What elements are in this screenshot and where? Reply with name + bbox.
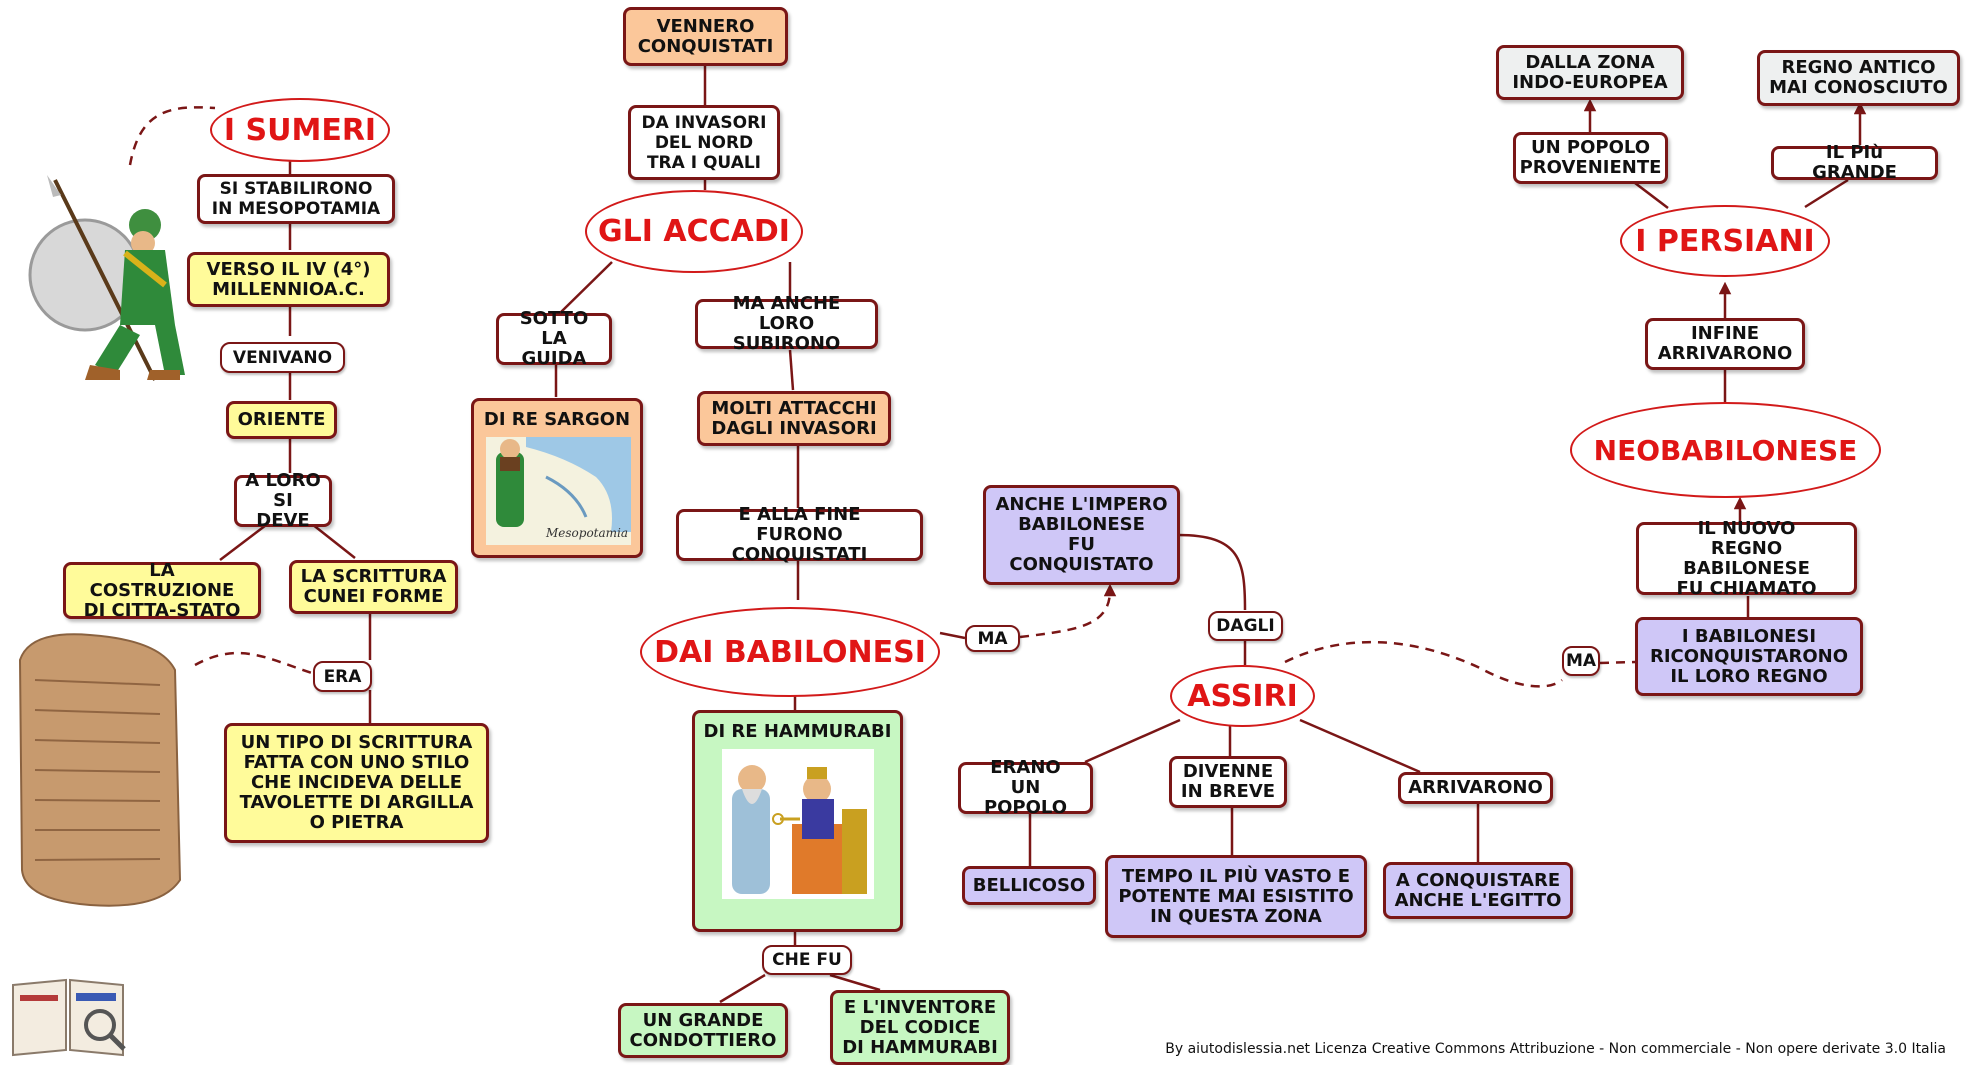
node-divenne: DIVENNE IN BREVE bbox=[1169, 756, 1287, 808]
node-erano: ERANO UN POPOLO bbox=[958, 758, 1093, 818]
link-sotto-la-guida: SOTTO LA GUIDA bbox=[496, 309, 612, 369]
link-ma-babilonesi: MA bbox=[965, 625, 1020, 652]
node-popolo: UN POPOLO PROVENIENTE bbox=[1513, 132, 1668, 184]
node-infine: INFINE ARRIVARONO bbox=[1645, 318, 1805, 370]
title-persiani: I PERSIANI bbox=[1620, 205, 1830, 277]
node-inventore: E L'INVENTORE DEL CODICE DI HAMMURABI bbox=[830, 990, 1010, 1065]
sumerian-warrior-illustration bbox=[28, 175, 185, 381]
node-scrittura: LA SCRITTURA CUNEI FORME bbox=[289, 560, 458, 614]
node-riconquistarono: I BABILONESI RICONQUISTARONO IL LORO REG… bbox=[1635, 617, 1863, 696]
node-condottiero: UN GRANDE CONDOTTIERO bbox=[618, 1003, 788, 1058]
sargon-label: DI RE SARGON bbox=[483, 409, 631, 430]
node-sargon-panel: DI RE SARGON Mesopotamia bbox=[471, 398, 643, 558]
node-attacchi: MOLTI ATTACCHI DAGLI INVASORI bbox=[697, 391, 891, 446]
node-hammurabi-panel: DI RE HAMMURABI bbox=[692, 710, 903, 932]
link-ma-assiri: MA bbox=[1562, 646, 1600, 676]
link-venivano: VENIVANO bbox=[220, 342, 345, 373]
node-ma-anche-loro: MA ANCHE LORO SUBIRONO bbox=[695, 294, 878, 354]
node-tempo: TEMPO IL PIÙ VASTO E POTENTE MAI ESISTIT… bbox=[1105, 855, 1367, 938]
license-footer: By aiutodislessia.net Licenza Creative C… bbox=[1165, 1041, 1946, 1057]
node-alla-fine: E ALLA FINE FURONO CONQUISTATI bbox=[676, 505, 923, 565]
title-accadi: GLI ACCADI bbox=[585, 190, 803, 273]
node-tipo-scrittura: UN TIPO DI SCRITTURA FATTA CON UNO STILO… bbox=[224, 723, 489, 843]
link-dagli: DAGLI bbox=[1208, 611, 1283, 641]
node-stabilirono: SI STABILIRONO IN MESOPOTAMIA bbox=[197, 174, 395, 224]
node-egitto: A CONQUISTARE ANCHE L'EGITTO bbox=[1383, 862, 1573, 919]
title-neobabilonese: NEOBABILONESE bbox=[1570, 402, 1881, 498]
node-arrivarono: ARRIVARONO bbox=[1398, 772, 1553, 804]
node-bellicoso: BELLICOSO bbox=[962, 866, 1096, 905]
node-millennio: VERSO IL IV (4°) MILLENNIOA.C. bbox=[187, 252, 390, 307]
map-caption: Mesopotamia bbox=[545, 526, 628, 540]
site-logo-book-icon bbox=[12, 978, 126, 1057]
link-era: ERA bbox=[313, 661, 372, 692]
node-vennero: VENNERO CONQUISTATI bbox=[623, 7, 788, 66]
node-zona: DALLA ZONA INDO-EUROPEA bbox=[1496, 45, 1684, 100]
node-impero-babilonese: ANCHE L'IMPERO BABILONESE FU CONQUISTATO bbox=[983, 485, 1180, 585]
hammurabi-illustration bbox=[722, 749, 874, 899]
node-regno-antico: REGNO ANTICO MAI CONOSCIUTO bbox=[1757, 50, 1960, 106]
sargon-map-illustration: Mesopotamia bbox=[486, 437, 631, 545]
node-nuovo-regno: IL NUOVO REGNO BABILONESE FU CHIAMATO bbox=[1636, 518, 1857, 598]
title-babilonesi: DAI BABILONESI bbox=[640, 607, 940, 697]
title-sumeri: I SUMERI bbox=[210, 98, 390, 162]
clay-tablet-illustration bbox=[18, 633, 182, 907]
node-oriente: ORIENTE bbox=[226, 401, 337, 439]
link-a-loro-si-deve: A LORO SI DEVE bbox=[234, 471, 332, 531]
node-costruzione: LA COSTRUZIONE DI CITTA-STATO bbox=[63, 560, 261, 620]
node-piu-grande: IL PIù GRANDE bbox=[1771, 143, 1938, 183]
node-invasori: DA INVASORI DEL NORD TRA I QUALI bbox=[628, 105, 780, 180]
link-che-fu: CHE FU bbox=[762, 945, 852, 975]
hammurabi-label: DI RE HAMMURABI bbox=[703, 721, 892, 742]
title-assiri: ASSIRI bbox=[1170, 665, 1315, 727]
